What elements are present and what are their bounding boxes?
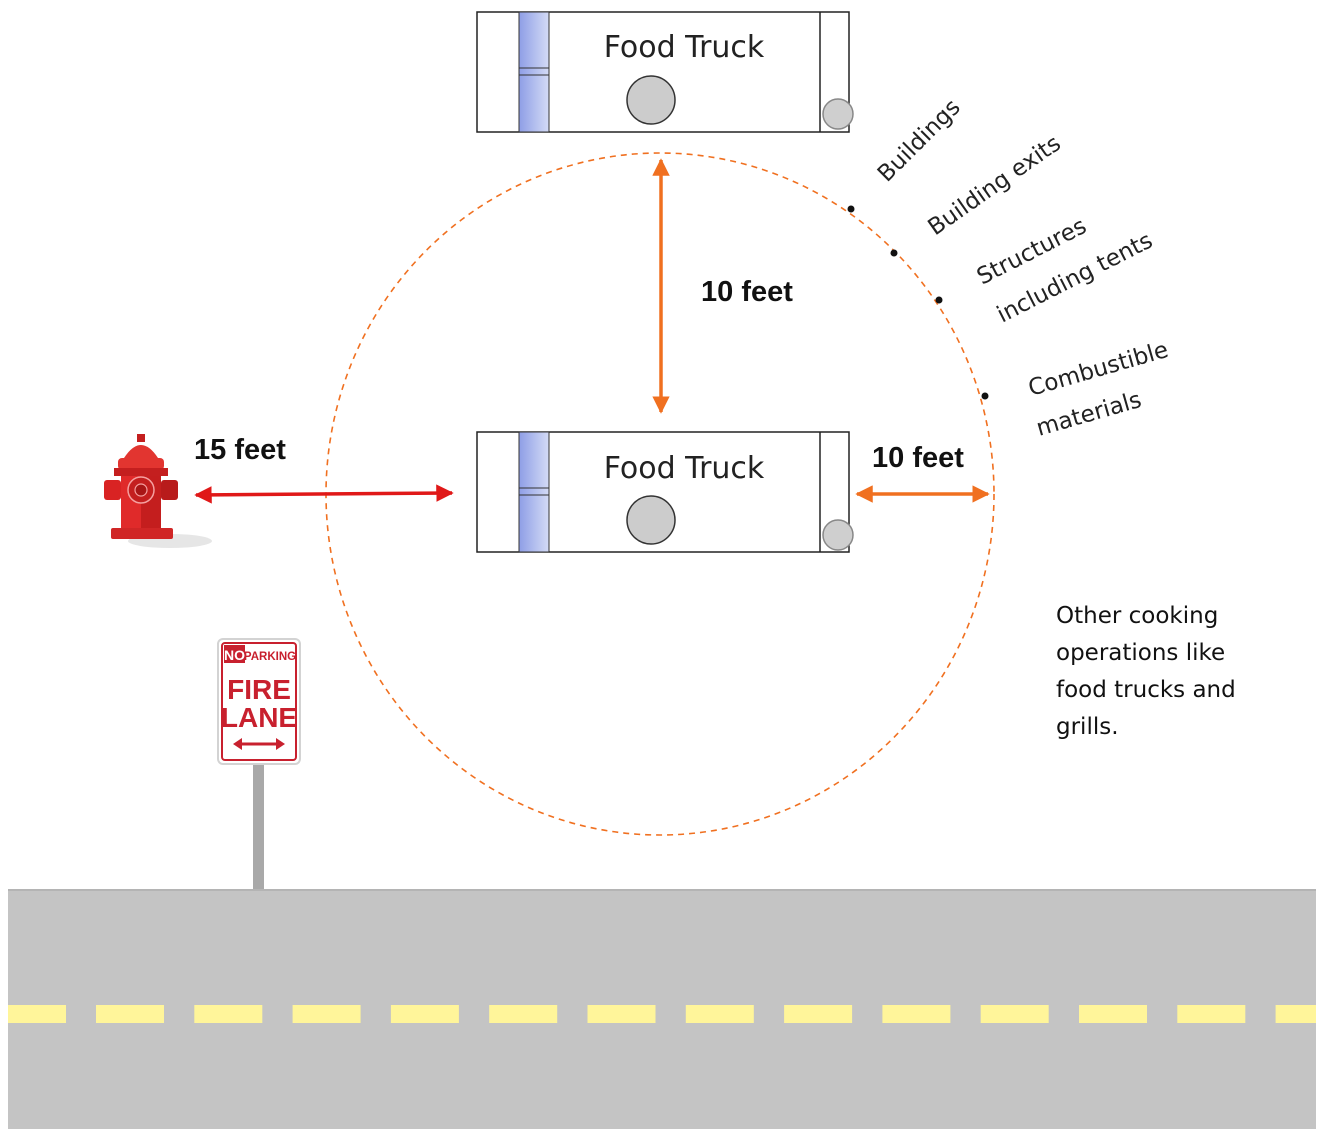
lane-dash bbox=[1275, 1005, 1316, 1023]
lane-dash bbox=[1177, 1005, 1246, 1023]
lane-dash bbox=[8, 1005, 66, 1023]
truck-grill bbox=[626, 75, 676, 125]
food-truck-top: Food Truck bbox=[476, 11, 854, 133]
lane-dash bbox=[882, 1005, 951, 1023]
lane-dash bbox=[489, 1005, 558, 1023]
lane-dash bbox=[390, 1005, 459, 1023]
sign-line-lane: LANE bbox=[221, 702, 297, 733]
perimeter-dot bbox=[981, 392, 989, 400]
sign-parking: PARKING bbox=[244, 651, 296, 663]
lane-dash bbox=[587, 1005, 656, 1023]
lane-dash bbox=[1079, 1005, 1147, 1023]
truck-window bbox=[518, 11, 550, 133]
lane-dash bbox=[292, 1005, 361, 1023]
lane-dash bbox=[980, 1005, 1049, 1023]
hydrant-distance-label: 15 feet bbox=[194, 434, 286, 466]
food-truck-center: Food Truck bbox=[476, 431, 854, 553]
truck-wheel bbox=[822, 98, 854, 130]
truck-wheel bbox=[822, 519, 854, 551]
lane-dash bbox=[784, 1005, 853, 1023]
perimeter-dot bbox=[935, 296, 943, 304]
truck-grill bbox=[626, 495, 676, 545]
perimeter-dot bbox=[847, 205, 855, 213]
perimeter-dot bbox=[890, 249, 898, 257]
fire-lane-sign-icon: NO PARKING FIRE LANE bbox=[217, 638, 301, 892]
note-line-2: operations like bbox=[1056, 640, 1225, 666]
road-center-line bbox=[8, 1005, 1316, 1023]
right-distance-label: 10 feet bbox=[872, 442, 964, 474]
truck-label-center: Food Truck bbox=[604, 451, 765, 486]
perimeter-label-building-exits: Building exits bbox=[924, 130, 1066, 240]
truck-window bbox=[518, 431, 550, 553]
hydrant-distance-arrow bbox=[194, 484, 454, 504]
lane-dash bbox=[685, 1005, 754, 1023]
note-line-1: Other cooking bbox=[1056, 603, 1218, 629]
truck-label-top: Food Truck bbox=[604, 30, 765, 65]
fire-hydrant-icon bbox=[104, 434, 212, 548]
lane-dash bbox=[96, 1005, 164, 1023]
note-line-3: food trucks and bbox=[1056, 677, 1236, 703]
sign-no: NO bbox=[224, 647, 245, 663]
lane-dash bbox=[194, 1005, 263, 1023]
note-line-4: grills. bbox=[1056, 714, 1119, 740]
perimeter-label-buildings: Buildings bbox=[873, 94, 966, 187]
sign-line-fire: FIRE bbox=[227, 674, 291, 705]
vertical-distance-label: 10 feet bbox=[701, 276, 793, 308]
perimeter-label-combustible: Combustible bbox=[1025, 337, 1171, 402]
